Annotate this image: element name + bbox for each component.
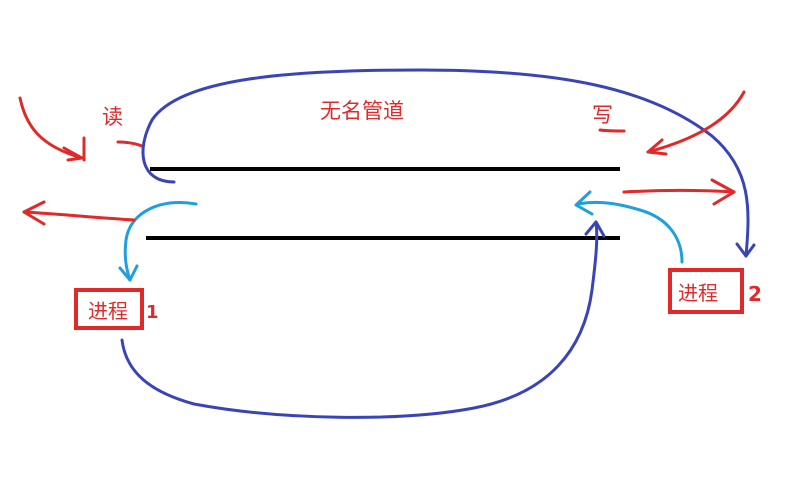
cyan-write-arrowhead bbox=[574, 190, 594, 216]
red-write-in-arrow bbox=[646, 90, 746, 154]
cyan-read-arrowhead bbox=[118, 264, 139, 282]
red-write-in-arrowhead bbox=[646, 138, 668, 156]
red-read-out-arrow bbox=[22, 210, 136, 222]
red-read-out-arrowhead bbox=[22, 200, 46, 226]
cyan-write-arrow bbox=[576, 200, 684, 264]
cyan-read-arrow bbox=[123, 201, 198, 282]
red-read-in-arrowhead bbox=[62, 136, 86, 162]
read-label: 读 bbox=[102, 105, 123, 129]
process2-label: 进程 bbox=[678, 281, 718, 305]
write-label-underline bbox=[598, 128, 626, 133]
process1-number: 1 bbox=[146, 302, 159, 323]
red-read-in-arrow bbox=[18, 96, 84, 160]
blue-top-arc-arrowhead bbox=[735, 242, 756, 258]
blue-bottom-arc bbox=[120, 220, 599, 419]
write-label: 写 bbox=[592, 103, 613, 127]
process2-box bbox=[668, 268, 744, 314]
process1-label: 进程 bbox=[88, 299, 128, 323]
red-write-out-arrow bbox=[622, 189, 736, 194]
process2-number: 2 bbox=[748, 282, 762, 306]
blue-top-arc bbox=[141, 68, 750, 258]
blue-bottom-arc-arrowhead bbox=[584, 220, 606, 238]
red-write-out-arrowhead bbox=[710, 178, 736, 206]
diagram-title: 无名管道 bbox=[320, 99, 404, 123]
process1-box bbox=[74, 288, 144, 330]
read-label-underline bbox=[116, 140, 144, 148]
